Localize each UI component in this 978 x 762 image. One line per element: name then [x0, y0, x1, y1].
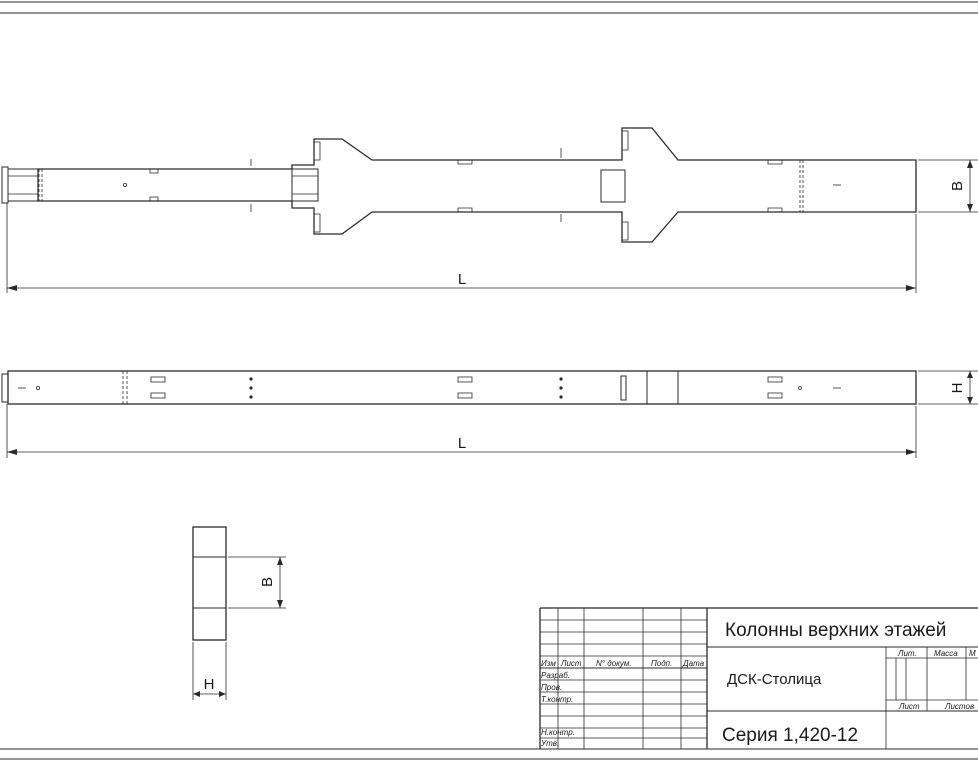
dimension-h-side: H — [918, 370, 978, 405]
col-header-list: Лист — [560, 659, 582, 668]
dimension-b-section-label: B — [259, 577, 276, 587]
col-header-doc: N° докум. — [596, 659, 632, 668]
dimension-l-side-label: L — [458, 435, 466, 452]
column-side-view — [1, 370, 917, 405]
dimension-l-side: L — [6, 404, 917, 458]
dimension-l-top: L — [6, 203, 917, 293]
series-label: Серия 1,420-12 — [722, 725, 858, 746]
column-section-view — [192, 526, 227, 641]
header-mass: Масса — [934, 649, 958, 658]
col-header-date: Дата — [682, 659, 705, 668]
dimension-b-top-label: B — [949, 181, 966, 191]
dimension-b-section: B — [228, 556, 286, 609]
col-header-izm: Изм — [541, 659, 556, 668]
header-sheet: Лист — [898, 702, 920, 711]
organization-name: ДСК-Столица — [727, 671, 822, 688]
dimension-h-section: H — [192, 642, 227, 700]
row-label-utv: Утв. — [540, 739, 559, 748]
drawing-title: Колонны верхних этажей — [725, 620, 946, 641]
dimension-h-side-label: H — [949, 383, 966, 394]
row-label-tkontr: Т.контр. — [541, 695, 573, 704]
col-header-sign: Подп. — [651, 659, 672, 668]
dimension-h-section-label: H — [204, 676, 215, 693]
column-top-view — [1, 127, 917, 243]
header-sheets: Листов — [944, 702, 974, 711]
title-block: Изм Лист N° докум. Подп. Дата Разраб. Пр… — [539, 607, 978, 749]
row-label-prov: Пров. — [541, 683, 562, 692]
dimension-b-top: B — [918, 159, 978, 213]
header-lit: Лит. — [897, 649, 917, 658]
row-label-nkontr: Н.контр. — [541, 728, 575, 737]
row-label-razrab: Разраб. — [541, 671, 570, 680]
header-scale: М — [969, 649, 976, 658]
dimension-l-top-label: L — [458, 271, 466, 288]
